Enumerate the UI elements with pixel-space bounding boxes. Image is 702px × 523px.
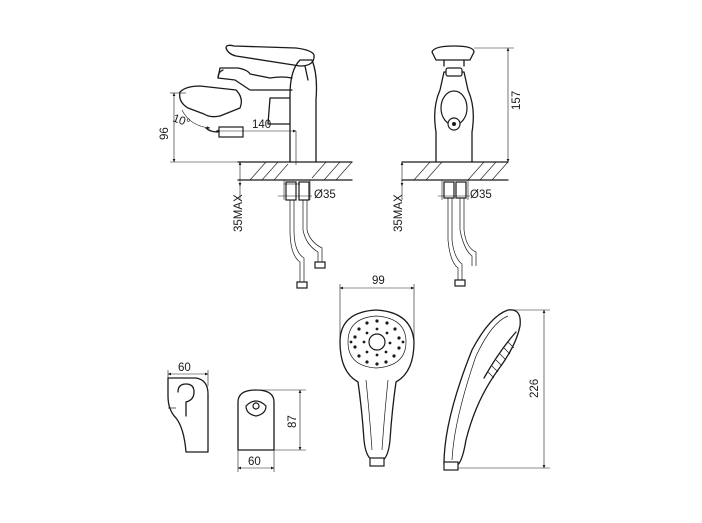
- dim-spout-reach: 140: [252, 119, 271, 131]
- countertop-side: [237, 161, 353, 181]
- hoses-side: [285, 181, 326, 289]
- shower-head-front: 99: [339, 275, 415, 467]
- spray-nozzles: [349, 319, 405, 366]
- shower-head-side: 226: [443, 309, 550, 471]
- dim-max-deck-front: 35MAX: [393, 194, 405, 232]
- dim-max-deck-side: 35MAX: [233, 194, 245, 232]
- dim-holder-width-top: 60: [178, 362, 191, 374]
- dim-hole-diameter-side: Ø35: [314, 189, 336, 201]
- dim-head-width: 99: [372, 275, 385, 287]
- outlet: [218, 126, 244, 138]
- dim-shower-length: 226: [529, 379, 541, 398]
- dim-swivel-angle: 10°: [171, 113, 191, 130]
- mixer-front-view: 157 35MAX Ø35: [393, 45, 523, 287]
- lever-handle-side: [225, 44, 315, 67]
- dim-holder-width-bottom: 60: [248, 456, 261, 468]
- dim-mixer-height: 96: [159, 127, 171, 140]
- dim-total-height: 157: [511, 91, 523, 110]
- holder-front-view: 60: [167, 362, 209, 453]
- holder-side-view: 87 60: [237, 389, 306, 472]
- mixer-side-view: 96 10° 140 35MAX Ø35: [159, 44, 353, 289]
- mixer-body-side: [289, 59, 318, 163]
- spout-side: [217, 67, 293, 91]
- lever-handle-front: [431, 45, 475, 61]
- diverter-knob: [179, 85, 242, 118]
- dim-holder-height: 87: [287, 415, 299, 428]
- nozzle-ring-side: [487, 341, 515, 379]
- dim-hole-diameter-front: Ø35: [470, 189, 492, 201]
